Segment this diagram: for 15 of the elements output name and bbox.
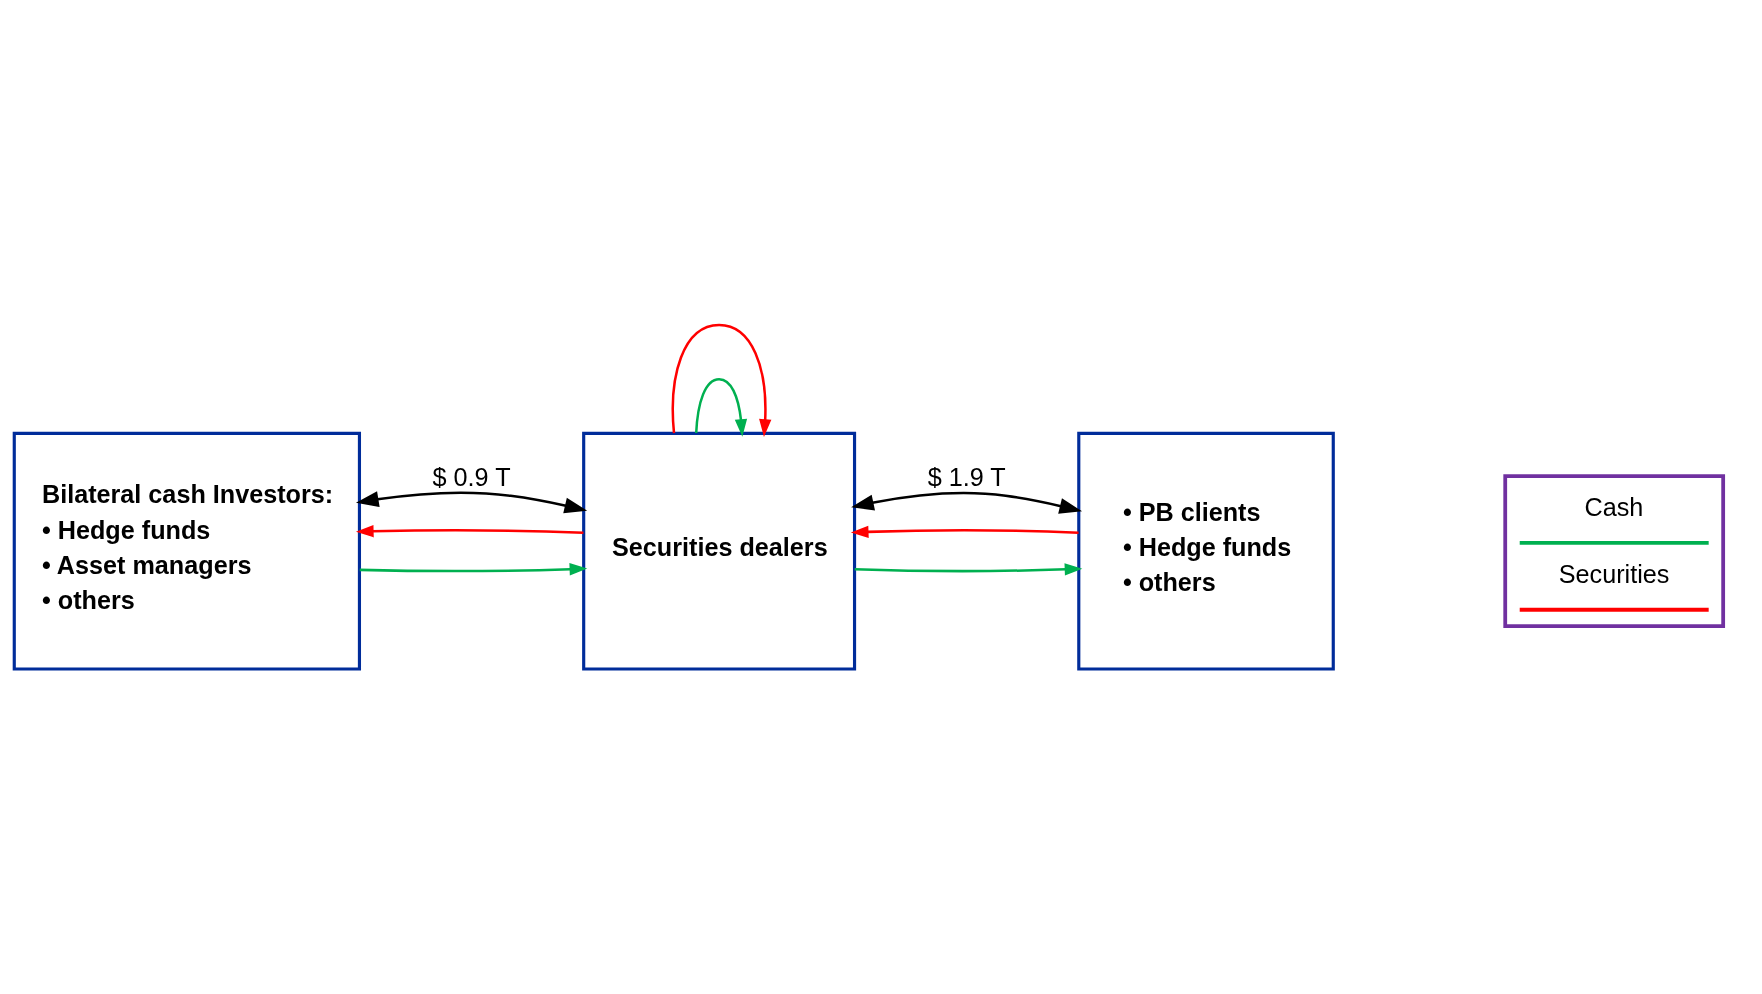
node-box: • PB clients • Hedge funds • others <box>1077 431 1335 671</box>
edge-label: $ 0.9 T <box>432 462 511 491</box>
arrow <box>854 563 1083 576</box>
arrow <box>850 525 1079 538</box>
arrow <box>694 377 748 437</box>
arrow <box>355 491 588 514</box>
arrow <box>851 491 1083 514</box>
node-box: Securities dealers <box>582 431 857 671</box>
arrow <box>355 525 584 538</box>
node-box: Bilateral cash Investors: • Hedge funds • Asset managers • others <box>12 431 362 671</box>
edge-label: $ 1.9 T <box>927 462 1006 491</box>
arrow <box>671 323 772 437</box>
legend-label: Securities <box>1558 559 1670 588</box>
legend-label: Cash <box>1584 492 1644 521</box>
arrow <box>359 563 588 576</box>
